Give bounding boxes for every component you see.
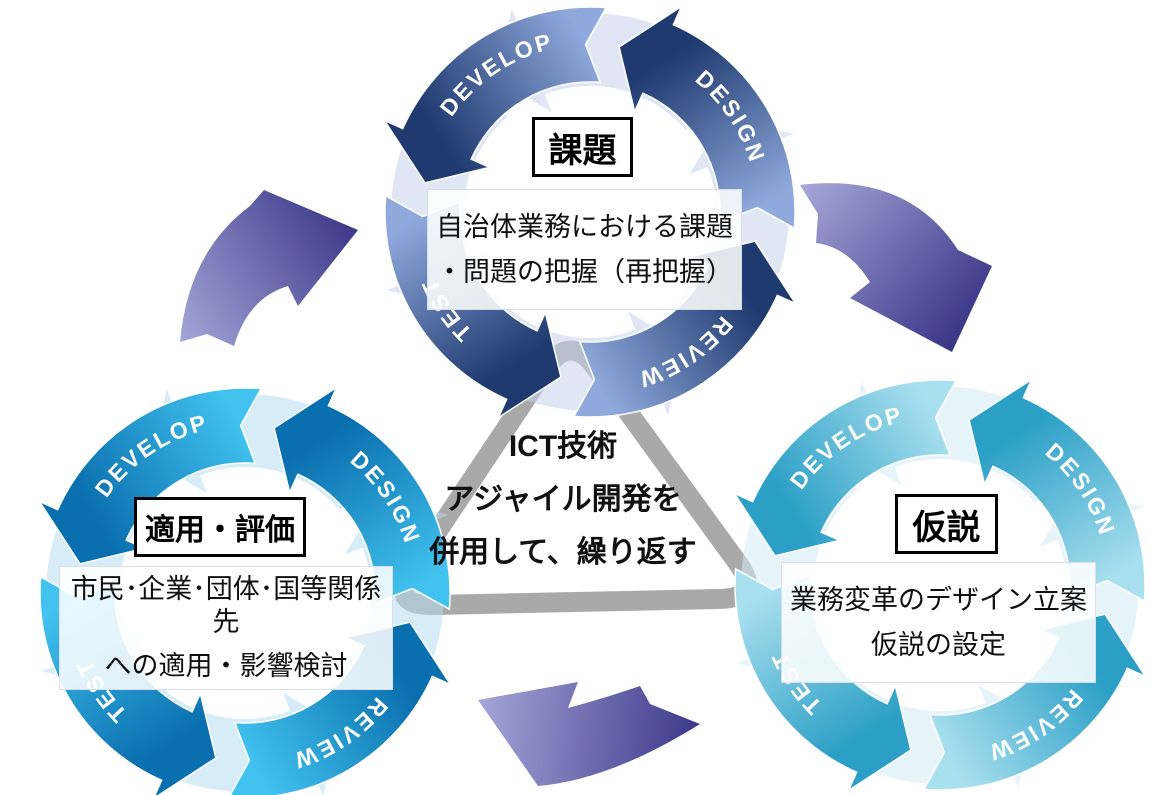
center-note: ICT技術 アジャイル開発を 併用して、繰り返す <box>363 420 763 579</box>
arc-arrow-design <box>273 385 451 611</box>
flow-arrow-right-to-left <box>478 682 700 786</box>
cycle-top-title: 課題 <box>532 117 633 177</box>
caption-line: への適用・影響検討 <box>104 651 348 682</box>
arc-arrow-develop <box>382 6 608 184</box>
caption-line: 自治体業務における課題 <box>436 212 733 243</box>
caption-line: ・問題の把握（再把握） <box>436 256 733 287</box>
arc-arrow-develop <box>732 379 958 557</box>
cycle-left-title: 適用・評価 <box>134 497 306 557</box>
center-note-line: 併用して、繰り返す <box>429 536 697 569</box>
arc-arrow-design <box>618 4 796 230</box>
center-note-line: ICT技術 <box>508 430 618 463</box>
cycle-right-title: 仮説 <box>895 494 998 554</box>
cycle-top-caption: 自治体業務における課題 ・問題の把握（再把握） <box>427 189 742 310</box>
flow-arrow-top-to-right <box>800 183 992 352</box>
flow-arrow-left-to-top <box>180 190 358 346</box>
caption-line: 業務変革のデザイン立案 <box>790 585 1087 616</box>
caption-line: 仮説の設定 <box>871 629 1006 660</box>
center-note-line: アジャイル開発を <box>444 483 682 516</box>
arc-arrow-design <box>968 377 1146 603</box>
caption-line: 市民･企業･団体･国等関係先 <box>70 574 382 637</box>
cycle-left-caption: 市民･企業･団体･国等関係先 への適用・影響検討 <box>59 566 393 690</box>
cycle-right-caption: 業務変革のデザイン立案 仮説の設定 <box>781 562 1096 683</box>
